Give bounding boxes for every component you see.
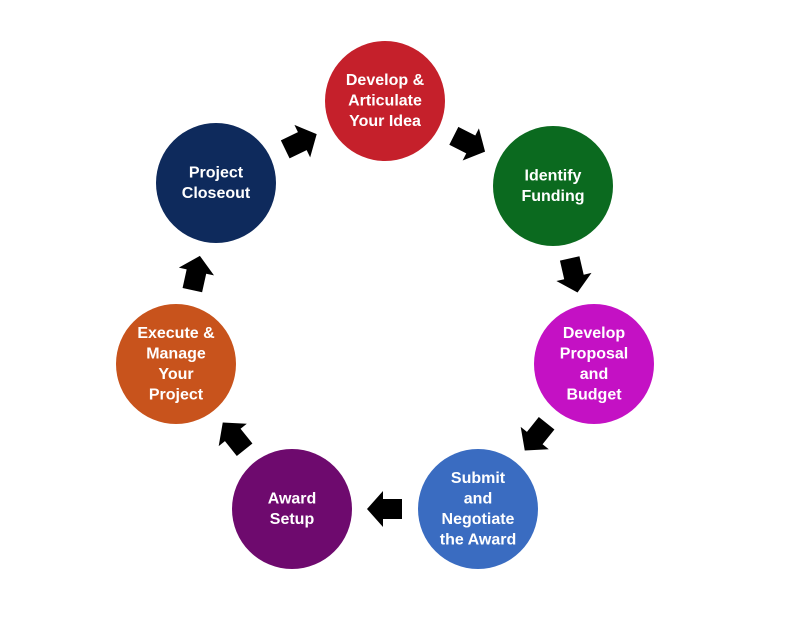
cycle-arrow-icon: [280, 124, 317, 159]
step-circle: [493, 126, 613, 246]
step-circle: [325, 41, 445, 161]
cycle-arrow-icon: [367, 491, 402, 527]
cycle-arrow-icon: [449, 126, 486, 161]
step-label-line: Execute &: [137, 325, 215, 342]
cycle-arrow-icon: [520, 416, 555, 451]
step-label-line: Your: [158, 366, 193, 383]
step-label-line: Your Idea: [349, 113, 421, 130]
cycle-arrow-icon: [218, 422, 253, 457]
step-label-line: and: [580, 366, 608, 383]
step-label-line: Project: [149, 386, 204, 403]
step-label-line: Funding: [521, 188, 584, 205]
step-circle: [534, 304, 654, 424]
step-circle: [232, 449, 352, 569]
step-label-line: Budget: [566, 386, 622, 403]
step-label-line: Project: [189, 164, 244, 181]
cycle-arrow-icon: [178, 255, 215, 293]
step-label-line: Award: [268, 490, 317, 507]
step-label-line: and: [464, 490, 492, 507]
step-circle: [116, 304, 236, 424]
step-label-line: Develop &: [346, 72, 425, 89]
step-label-line: Submit: [451, 470, 506, 487]
step-label-line: Proposal: [560, 345, 628, 362]
step-label-line: Manage: [146, 345, 206, 362]
step-label-line: Develop: [563, 325, 625, 342]
step-label-line: Setup: [270, 511, 315, 528]
step-circle: [156, 123, 276, 243]
step-label-line: Closeout: [182, 185, 251, 202]
step-label-line: Articulate: [348, 93, 422, 110]
step-label-line: Negotiate: [442, 511, 515, 528]
step-circle: [418, 449, 538, 569]
cycle-arrow-icon: [556, 256, 592, 293]
step-label-line: Identify: [525, 167, 582, 184]
step-label-line: the Award: [440, 531, 516, 548]
